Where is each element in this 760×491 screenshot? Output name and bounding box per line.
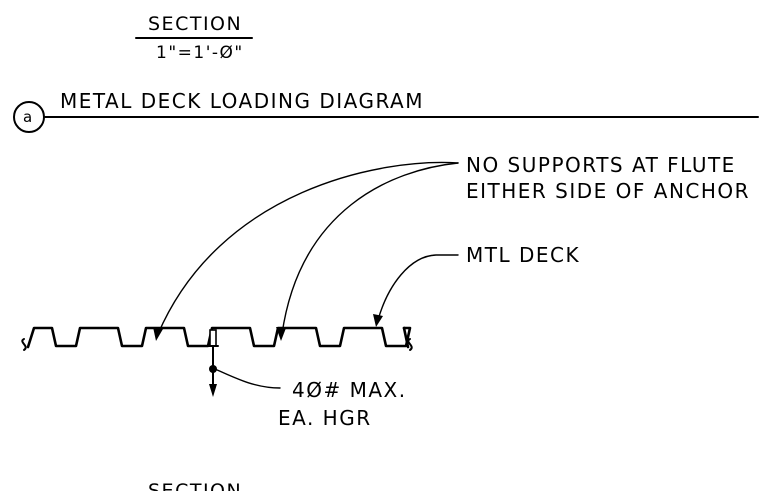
load-note-leader [214,368,281,389]
load-note-line1: 4Ø# MAX. [292,378,407,402]
load-arrowhead [209,384,217,397]
deck-break-mark-right [407,338,413,351]
top-section-label: SECTION [148,13,242,35]
no-supports-leader-left [157,161,459,335]
no-supports-note-line1: NO SUPPORTS AT FLUTE [466,153,736,177]
load-note-line2: EA. HGR [278,406,372,430]
mtl-deck-note: MTL DECK [466,243,580,267]
mtl-deck-leader [377,254,459,321]
metal-deck-profile [26,326,412,349]
top-section-scale: 1"=1'-Ø" [156,43,244,63]
deck-anchor [209,329,217,347]
metal-deck-profile-end [402,326,410,349]
load-point-dot [209,365,217,373]
no-supports-arrowhead-left [153,327,163,341]
detail-tag-letter: a [23,108,32,126]
no-supports-note-line2: EITHER SIDE OF ANCHOR [466,179,750,203]
no-supports-leader-right [281,162,459,335]
mtl-deck-arrowhead [373,314,383,327]
bottom-section-label: SECTION [148,480,242,491]
deck-break-mark-left [21,338,27,351]
detail-title: METAL DECK LOADING DIAGRAM [60,89,424,113]
